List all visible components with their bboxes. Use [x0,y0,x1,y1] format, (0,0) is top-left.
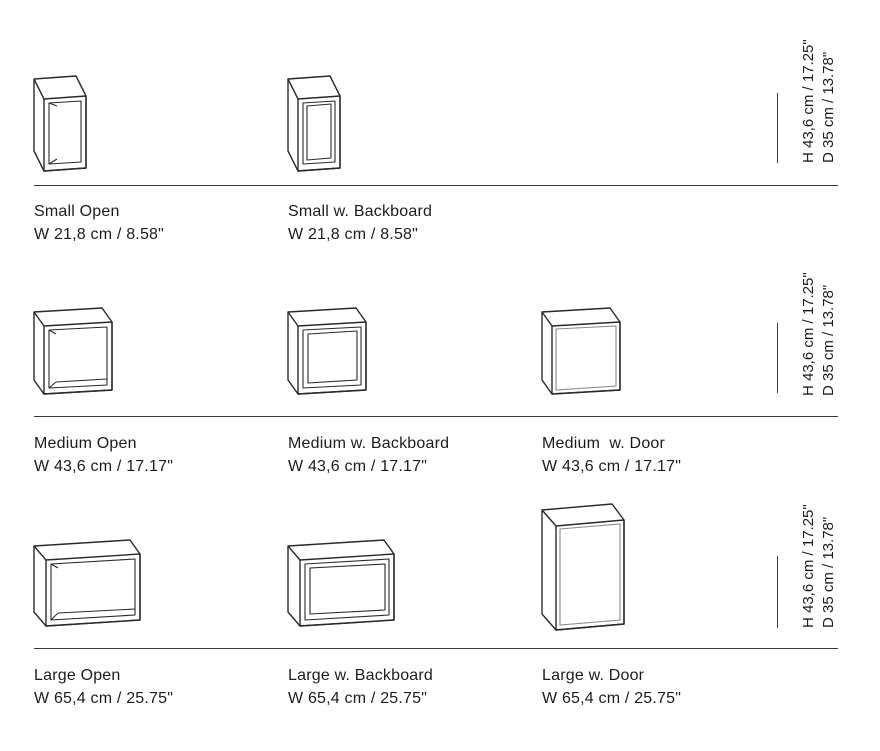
row-divider [34,648,838,649]
small-open-drawing [33,75,87,172]
module-width: W 43,6 cm / 17.17" [34,458,174,475]
depth-label: D 35 cm / 13.78" [820,284,837,396]
module-width: W 65,4 cm / 25.75" [34,690,174,707]
module-large-open: Large Open W 65,4 cm / 25.75" [33,539,264,707]
large-backboard-caption: Large w. Backboard W 65,4 cm / 25.75" [288,664,433,710]
module-name: Large Open [34,667,121,684]
large-open-caption: Large Open W 65,4 cm / 25.75" [34,664,173,710]
medium-open-drawing [33,307,113,395]
module-name: Small w. Backboard [288,203,433,220]
module-name: Medium Open [34,435,137,452]
module-medium-door: Medium w. Door W 43,6 cm / 17.17" [541,307,772,475]
module-width: W 65,4 cm / 25.75" [288,690,428,707]
small-open-caption: Small Open W 21,8 cm / 8.58" [34,200,164,246]
module-small-backboard: Small w. Backboard W 21,8 cm / 8.58" [287,75,518,243]
height-label: H 43,6 cm / 17.25" [800,272,817,396]
large-backboard-drawing [287,539,395,627]
medium-backboard-caption: Medium w. Backboard W 43,6 cm / 17.17" [288,432,449,478]
medium-door-drawing [541,307,621,395]
large-door-drawing [541,503,625,631]
large-modules-row: Large Open W 65,4 cm / 25.75" Large w. B… [0,482,880,751]
module-width: W 43,6 cm / 17.17" [288,458,428,475]
medium-backboard-drawing [287,307,367,395]
small-backboard-drawing [287,75,341,172]
depth-label: D 35 cm / 13.78" [820,516,837,628]
module-large-backboard: Large w. Backboard W 65,4 cm / 25.75" [287,539,518,707]
height-tick [777,93,778,163]
depth-label: D 35 cm / 13.78" [820,51,837,163]
module-large-door: Large w. Door W 65,4 cm / 25.75" [541,503,772,707]
height-tick [777,323,778,393]
module-name: Medium w. Backboard [288,435,450,452]
row-divider [34,185,838,186]
height-tick [777,556,778,628]
height-label: H 43,6 cm / 17.25" [800,39,817,163]
row-divider [34,416,838,417]
medium-open-caption: Medium Open W 43,6 cm / 17.17" [34,432,173,478]
module-medium-open: Medium Open W 43,6 cm / 17.17" [33,307,264,475]
large-open-drawing [33,539,141,627]
small-backboard-caption: Small w. Backboard W 21,8 cm / 8.58" [288,200,432,246]
module-width: W 21,8 cm / 8.58" [288,226,419,243]
module-name: Large w. Door [542,667,645,684]
module-width: W 43,6 cm / 17.17" [542,458,682,475]
medium-modules-row: Medium Open W 43,6 cm / 17.17" Medium w.… [0,250,880,482]
height-label: H 43,6 cm / 17.25" [800,504,817,628]
module-name: Medium w. Door [542,435,666,452]
module-name: Large w. Backboard [288,667,434,684]
module-name: Small Open [34,203,120,220]
module-medium-backboard: Medium w. Backboard W 43,6 cm / 17.17" [287,307,518,475]
module-width: W 21,8 cm / 8.58" [34,226,165,243]
medium-door-caption: Medium w. Door W 43,6 cm / 17.17" [542,432,681,478]
small-modules-row: Small Open W 21,8 cm / 8.58" Small w. Ba… [0,0,880,250]
large-door-caption: Large w. Door W 65,4 cm / 25.75" [542,664,681,710]
module-width: W 65,4 cm / 25.75" [542,690,682,707]
module-small-open: Small Open W 21,8 cm / 8.58" [33,75,264,243]
